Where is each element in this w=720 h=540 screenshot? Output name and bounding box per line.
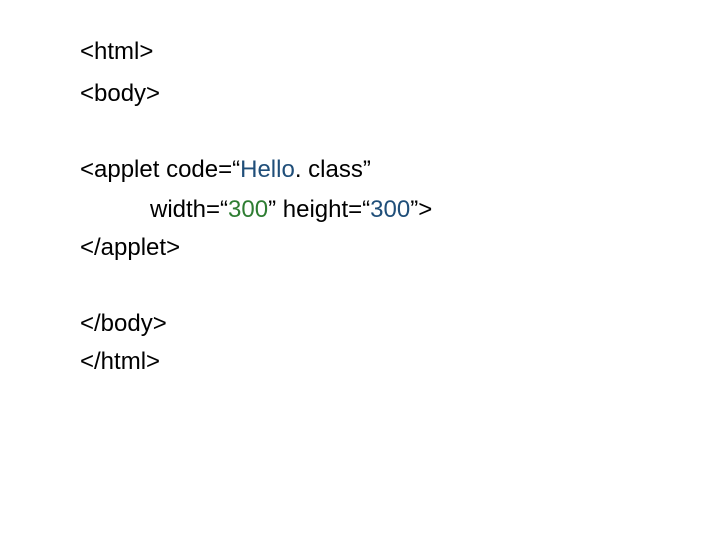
width-value: 300 [228, 196, 269, 223]
applet-code-suffix: . class” [294, 156, 371, 183]
height-value: 300 [370, 196, 411, 223]
code-line-html-open: <html> [80, 38, 154, 65]
applet-code-prefix: <applet code=“ [80, 156, 241, 183]
code-line-applet-open: <applet code=“Hello. class” [80, 156, 371, 184]
code-line-applet-close: </applet> [80, 234, 181, 261]
code-line-body-close: </body> [80, 310, 167, 337]
code-line-body-open: <body> [80, 80, 161, 107]
code-line-html-close: </html> [80, 348, 161, 375]
applet-class-name: Hello [240, 156, 295, 183]
width-attr-prefix: width=“ [150, 196, 229, 223]
size-attr-suffix: ”> [410, 196, 433, 223]
height-attr-prefix: ” height=“ [268, 196, 371, 223]
code-line-applet-size: width=“300” height=“300”> [150, 196, 432, 224]
